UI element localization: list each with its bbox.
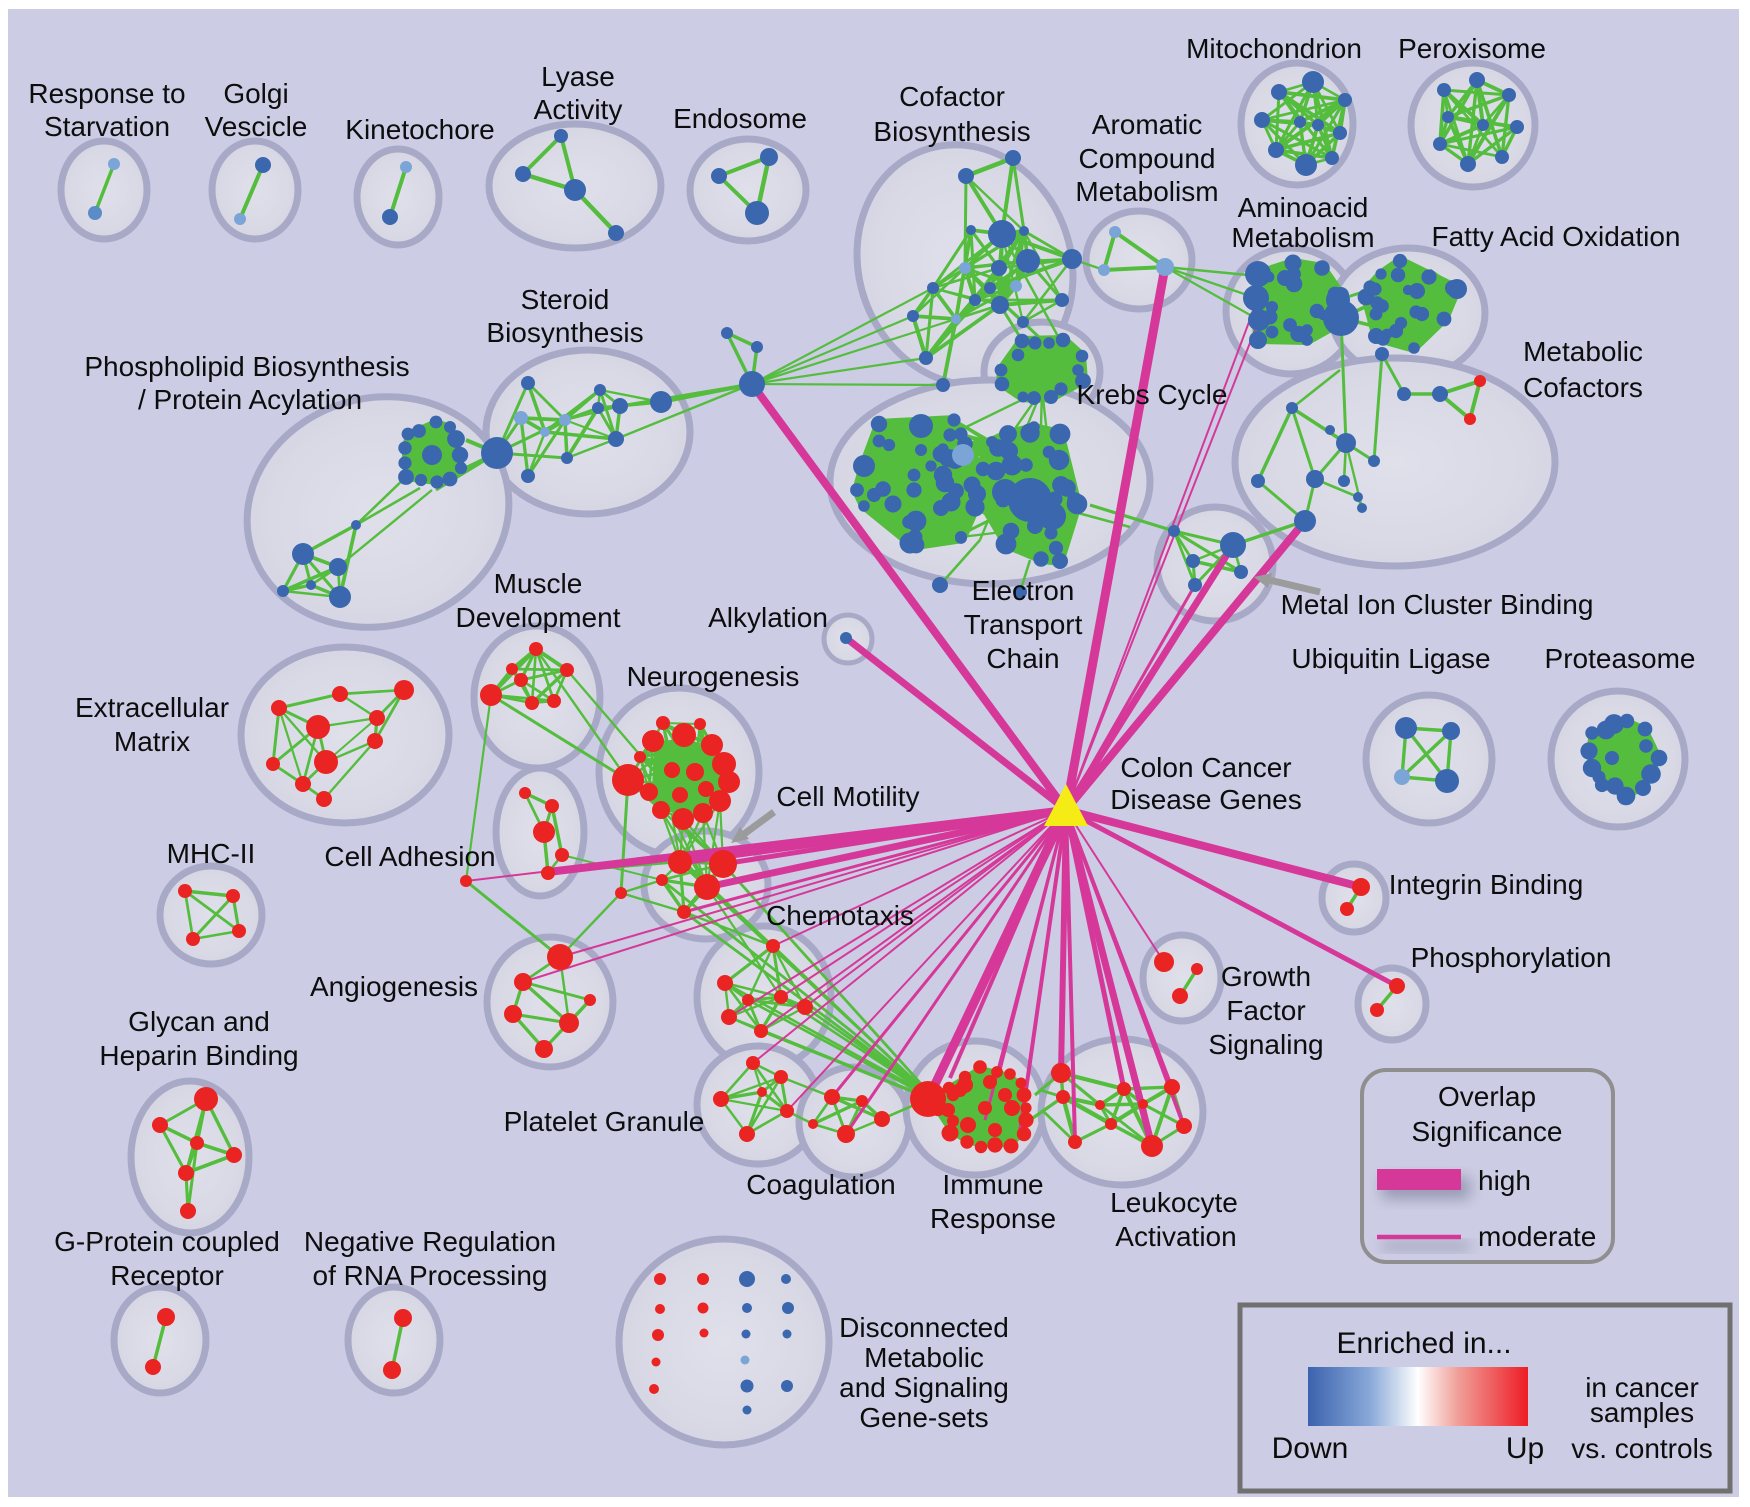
svg-text:Metal Ion Cluster Binding: Metal Ion Cluster Binding xyxy=(1281,589,1594,620)
svg-text:Biosynthesis: Biosynthesis xyxy=(873,116,1030,147)
svg-text:Significance: Significance xyxy=(1412,1116,1563,1147)
svg-text:Disease Genes: Disease Genes xyxy=(1110,784,1301,815)
svg-text:Metabolism: Metabolism xyxy=(1231,222,1374,253)
svg-text:Vescicle: Vescicle xyxy=(205,111,308,142)
svg-text:Integrin Binding: Integrin Binding xyxy=(1389,869,1584,900)
svg-text:high: high xyxy=(1478,1165,1531,1196)
svg-text:Activation: Activation xyxy=(1115,1221,1236,1252)
svg-text:Aromatic: Aromatic xyxy=(1092,109,1202,140)
svg-text:Enriched in...: Enriched in... xyxy=(1336,1327,1511,1360)
svg-text:samples: samples xyxy=(1590,1397,1694,1428)
svg-text:Muscle: Muscle xyxy=(494,568,583,599)
svg-text:Mitochondrion: Mitochondrion xyxy=(1186,33,1362,64)
svg-text:Chemotaxis: Chemotaxis xyxy=(766,900,914,931)
svg-text:Endosome: Endosome xyxy=(673,103,807,134)
svg-text:Krebs Cycle: Krebs Cycle xyxy=(1077,379,1228,410)
svg-text:Cofactor: Cofactor xyxy=(899,81,1005,112)
svg-text:Cell Adhesion: Cell Adhesion xyxy=(324,841,495,872)
svg-text:Development: Development xyxy=(456,602,621,633)
svg-text:Phosphorylation: Phosphorylation xyxy=(1411,942,1612,973)
svg-text:Steroid: Steroid xyxy=(521,284,610,315)
svg-text:Up: Up xyxy=(1506,1432,1544,1465)
svg-text:Starvation: Starvation xyxy=(44,111,170,142)
svg-text:Compound: Compound xyxy=(1079,143,1216,174)
svg-text:moderate: moderate xyxy=(1478,1221,1596,1252)
svg-text:Biosynthesis: Biosynthesis xyxy=(486,317,643,348)
svg-text:Glycan and: Glycan and xyxy=(128,1006,270,1037)
svg-text:vs. controls: vs. controls xyxy=(1571,1433,1713,1464)
svg-text:Transport: Transport xyxy=(964,609,1083,640)
svg-text:Metabolic: Metabolic xyxy=(864,1342,984,1373)
svg-text:Platelet Granule: Platelet Granule xyxy=(504,1106,705,1137)
svg-text:Down: Down xyxy=(1272,1432,1349,1465)
svg-text:Fatty Acid Oxidation: Fatty Acid Oxidation xyxy=(1431,221,1680,252)
svg-text:Alkylation: Alkylation xyxy=(708,602,828,633)
svg-text:/ Protein Acylation: / Protein Acylation xyxy=(138,384,362,415)
svg-text:Growth: Growth xyxy=(1221,961,1311,992)
svg-text:G-Protein coupled: G-Protein coupled xyxy=(54,1226,280,1257)
svg-text:Matrix: Matrix xyxy=(114,726,190,757)
svg-text:Golgi: Golgi xyxy=(223,78,288,109)
svg-text:Leukocyte: Leukocyte xyxy=(1110,1187,1238,1218)
svg-text:Receptor: Receptor xyxy=(110,1260,224,1291)
svg-text:Gene-sets: Gene-sets xyxy=(859,1402,988,1433)
svg-text:of RNA Processing: of RNA Processing xyxy=(313,1260,548,1291)
svg-text:Lyase: Lyase xyxy=(541,61,615,92)
svg-text:Response: Response xyxy=(930,1203,1056,1234)
svg-text:Metabolic: Metabolic xyxy=(1523,336,1643,367)
svg-text:Immune: Immune xyxy=(942,1169,1043,1200)
svg-text:Negative Regulation: Negative Regulation xyxy=(304,1226,556,1257)
svg-text:Disconnected: Disconnected xyxy=(839,1312,1009,1343)
svg-text:Coagulation: Coagulation xyxy=(746,1169,895,1200)
svg-text:Aminoacid: Aminoacid xyxy=(1238,192,1369,223)
svg-text:Metabolism: Metabolism xyxy=(1075,176,1218,207)
svg-text:Peroxisome: Peroxisome xyxy=(1398,33,1546,64)
svg-text:Signaling: Signaling xyxy=(1208,1029,1323,1060)
svg-text:Colon Cancer: Colon Cancer xyxy=(1120,752,1291,783)
svg-text:Electron: Electron xyxy=(972,575,1075,606)
svg-text:Kinetochore: Kinetochore xyxy=(345,114,494,145)
svg-text:Ubiquitin Ligase: Ubiquitin Ligase xyxy=(1291,643,1490,674)
svg-text:Cell Motility: Cell Motility xyxy=(776,781,919,812)
svg-text:MHC-II: MHC-II xyxy=(167,838,256,869)
svg-text:Extracellular: Extracellular xyxy=(75,692,229,723)
svg-text:Angiogenesis: Angiogenesis xyxy=(310,971,478,1002)
svg-text:Cofactors: Cofactors xyxy=(1523,372,1643,403)
svg-text:Proteasome: Proteasome xyxy=(1545,643,1696,674)
svg-text:in cancer: in cancer xyxy=(1585,1372,1699,1403)
svg-text:Factor: Factor xyxy=(1226,995,1305,1026)
svg-text:and Signaling: and Signaling xyxy=(839,1372,1009,1403)
svg-text:Neurogenesis: Neurogenesis xyxy=(627,661,800,692)
svg-text:Response to: Response to xyxy=(28,78,185,109)
svg-text:Activity: Activity xyxy=(534,94,623,125)
svg-text:Phospholipid Biosynthesis: Phospholipid Biosynthesis xyxy=(84,351,409,382)
svg-text:Chain: Chain xyxy=(986,643,1059,674)
svg-text:Heparin Binding: Heparin Binding xyxy=(99,1040,298,1071)
svg-text:Overlap: Overlap xyxy=(1438,1081,1536,1112)
